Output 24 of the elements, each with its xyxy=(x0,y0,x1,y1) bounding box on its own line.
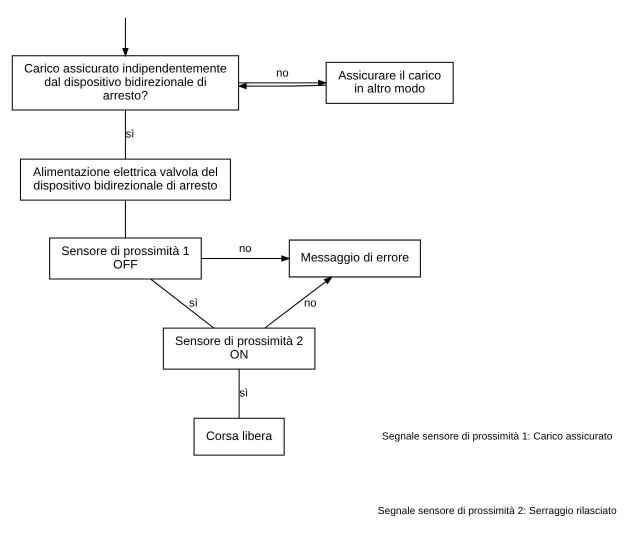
node-box: Assicurare il carico in altro modo xyxy=(326,61,454,104)
node-box: Sensore di prossimità 1 OFF xyxy=(49,237,202,279)
edge-label: sì xyxy=(189,296,198,309)
node-box: Carico assicurato indipendentemente dal dispositivo bidirezionale di arresto? xyxy=(12,54,240,110)
node-box: Corsa libera xyxy=(194,417,285,456)
node-box: Alimentazione elettrica valvola del dispositivo bidirezionale di arresto xyxy=(20,158,231,200)
node-box: Sensore di prossimità 2 ON xyxy=(162,327,316,370)
arrow xyxy=(202,254,291,262)
edge-label: sì xyxy=(126,128,134,140)
arrow xyxy=(122,17,129,57)
connector xyxy=(150,278,214,328)
edge-label: no xyxy=(276,67,289,80)
node-box: Messaggio di errore xyxy=(288,239,421,277)
label: Segnale sensore di prossimità 1: Carico assicurato xyxy=(382,430,612,442)
edge-label: no xyxy=(304,296,317,309)
connector xyxy=(124,200,126,238)
connector xyxy=(238,368,240,418)
edge-label: sì xyxy=(239,387,248,400)
arrow xyxy=(264,276,333,328)
label: Segnale sensore di prossimità 2: Serraggio rilasciato xyxy=(378,506,617,517)
connector xyxy=(124,110,126,158)
edge-label: no xyxy=(239,242,252,255)
arrow xyxy=(237,82,326,89)
arrow xyxy=(238,79,328,86)
